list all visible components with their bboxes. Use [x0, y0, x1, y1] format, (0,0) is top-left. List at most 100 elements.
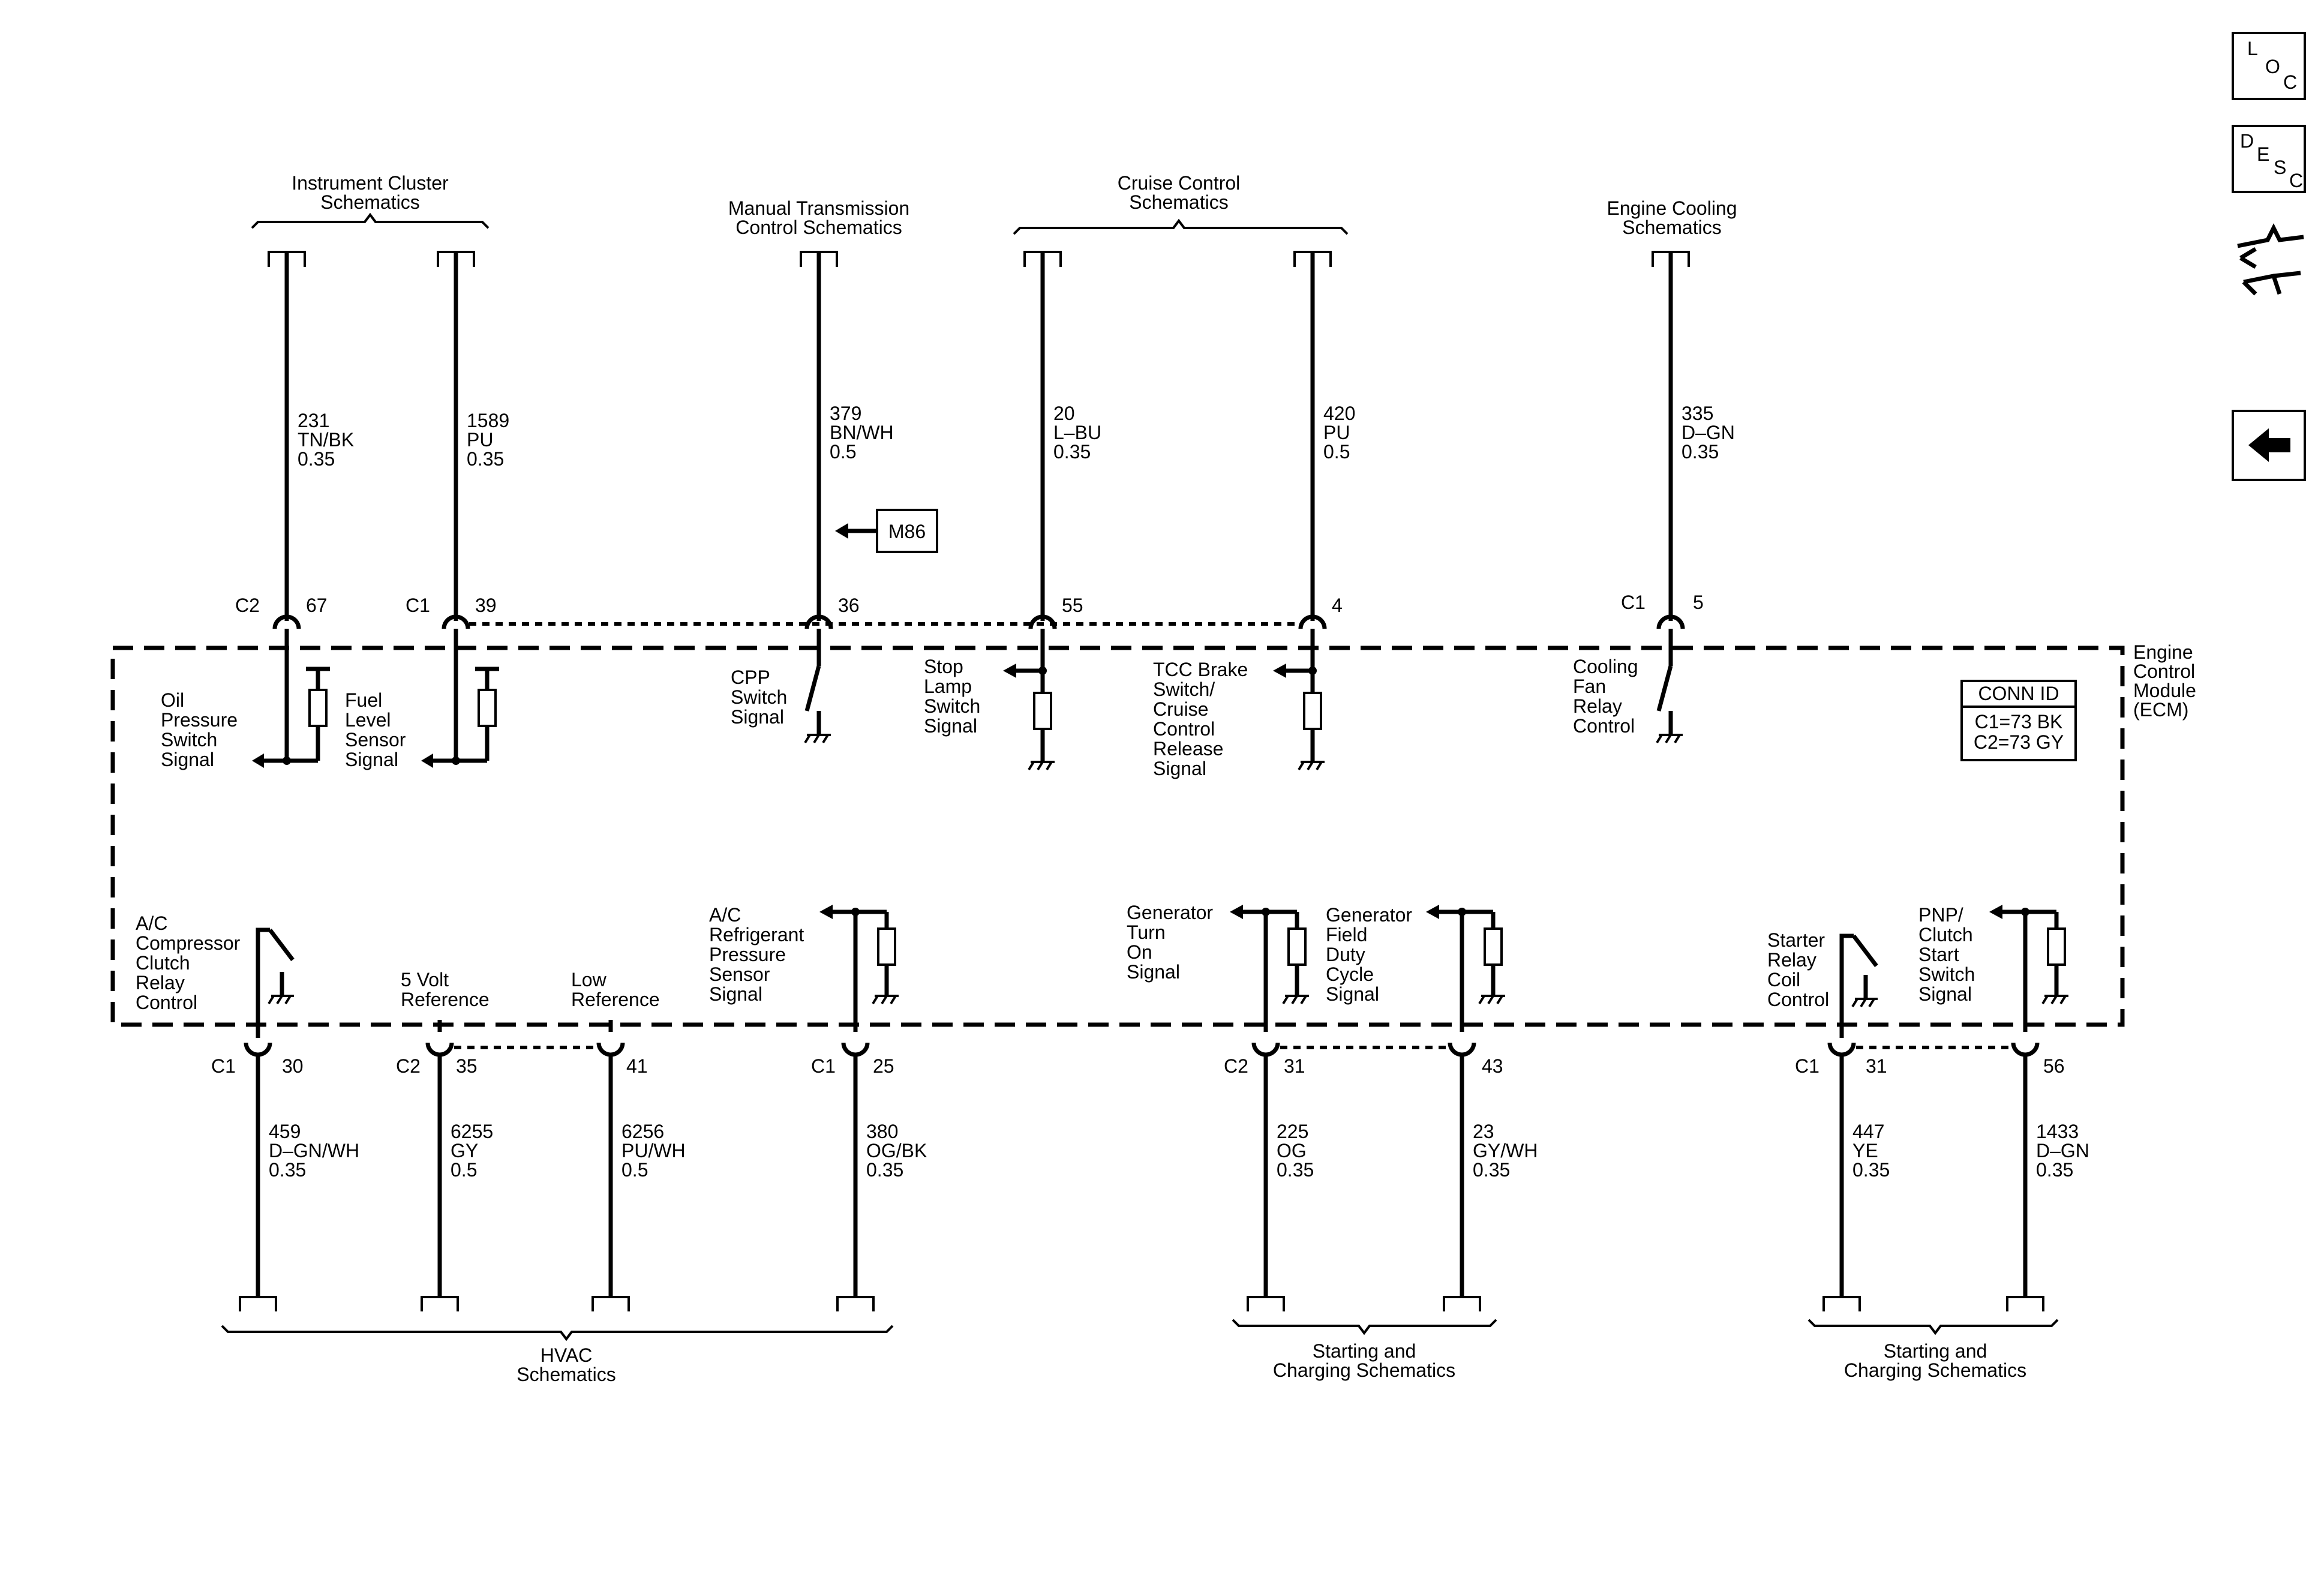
connector-id: C2 — [396, 1055, 421, 1077]
signal-label: Signal — [1127, 961, 1180, 983]
wire-circuit: 379 — [830, 403, 861, 424]
ecm-label-line: Control — [2133, 661, 2195, 682]
signal-label: Fan — [1573, 676, 1606, 697]
signal-label: TCC Brake — [1153, 659, 1248, 680]
circuit-447: C1 31 447 YE 0.35 Starter Relay Coil Con… — [1767, 929, 1890, 1311]
connector-id: C2 — [235, 595, 260, 616]
conn-id-box: CONN ID C1=73 BK C2=73 GY — [1960, 680, 2077, 761]
signal-label: Pressure — [161, 709, 238, 731]
top-group-engine-cooling: Engine Cooling Schematics — [1607, 197, 1737, 238]
connector-id: C1 — [211, 1055, 236, 1077]
group-label-line: Charging Schematics — [1273, 1359, 1455, 1381]
pin-number: 36 — [838, 595, 860, 616]
signal-label: Lamp — [924, 676, 972, 697]
wire-circuit: 1433 — [2036, 1121, 2079, 1142]
group-label-line: Schematics — [1129, 191, 1228, 213]
signal-label: Relay — [1767, 949, 1816, 971]
signal-label: Control — [1767, 989, 1829, 1010]
signal-label: Compressor — [136, 932, 241, 954]
signal-label: Signal — [1918, 983, 1972, 1005]
wire-circuit: 23 — [1473, 1121, 1494, 1142]
connector-id: C1 — [1621, 592, 1646, 613]
signal-label: Signal — [345, 749, 398, 770]
wire-color: TN/BK — [298, 429, 354, 451]
group-label-line: Instrument Cluster — [292, 172, 449, 194]
wire-circuit: 447 — [1852, 1121, 1884, 1142]
wire-circuit: 225 — [1277, 1121, 1308, 1142]
wire-color: D–GN/WH — [269, 1140, 359, 1161]
signal-label: Switch/ — [1153, 679, 1215, 700]
signal-label: Signal — [1326, 983, 1379, 1005]
signal-label: Cruise — [1153, 698, 1208, 720]
ecm-boundary — [110, 646, 2125, 1027]
signal-label: 5 Volt — [401, 969, 449, 990]
signal-label: Duty — [1326, 944, 1365, 965]
wire-color: OG — [1277, 1140, 1307, 1161]
circuit-6256: 41 6256 PU/WH 0.5 Low Reference — [571, 969, 686, 1311]
signal-label: Sensor — [345, 729, 406, 751]
signal-label: A/C — [136, 912, 167, 934]
ecm-label-line: Engine — [2133, 641, 2193, 663]
group-label-line: Manual Transmission — [728, 197, 909, 219]
signal-label: Pressure — [709, 944, 786, 965]
signal-label: Signal — [1153, 758, 1206, 779]
group-label-line: HVAC — [541, 1344, 593, 1366]
connector-id: C1 — [406, 595, 430, 616]
wire-color: PU — [467, 429, 493, 451]
wire-circuit: 1589 — [467, 410, 509, 431]
group-label-line: Starting and — [1884, 1340, 1987, 1362]
signal-label: Coil — [1767, 969, 1800, 990]
desc-letter-d: D — [2240, 130, 2254, 152]
signal-label: Switch — [161, 729, 217, 751]
pin-number: 67 — [306, 595, 328, 616]
desc-button[interactable]: D E S C — [2232, 125, 2306, 193]
signal-label: Control — [136, 992, 197, 1013]
wire-size: 0.5 — [1323, 441, 1350, 463]
group-label-line: Starting and — [1313, 1340, 1416, 1362]
wire-size: 0.35 — [1053, 441, 1091, 463]
bottom-group-hvac: HVAC Schematics — [221, 1325, 894, 1385]
loc-letter-o: O — [2265, 56, 2280, 77]
wire-size: 0.35 — [298, 448, 335, 470]
wire-circuit: 380 — [866, 1121, 898, 1142]
signal-label: Sensor — [709, 963, 770, 985]
group-label-line: Schematics — [320, 191, 419, 213]
signal-label: Control — [1573, 715, 1635, 737]
desc-letter-e: E — [2257, 143, 2269, 165]
signal-label: Clutch — [1918, 924, 1973, 945]
signal-label: Stop — [924, 656, 963, 677]
circuit-420: 420 PU 0.5 4 TCC Brake Switch/ Cruise Co… — [1153, 251, 1355, 779]
connector-id: C1 — [1795, 1055, 1819, 1077]
pin-number: 35 — [456, 1055, 478, 1077]
wire-circuit: 6256 — [621, 1121, 664, 1142]
signal-label: Signal — [161, 749, 214, 770]
connector-tool-icon[interactable] — [2237, 223, 2304, 296]
pin-number: 55 — [1062, 595, 1083, 616]
signal-label: Control — [1153, 718, 1215, 740]
signal-label: Generator — [1127, 902, 1213, 923]
loc-button[interactable]: L O C — [2232, 32, 2306, 100]
circuit-380: C1 25 380 OG/BK 0.35 A/C Refrigerant Pre… — [709, 904, 927, 1311]
wire-size: 0.35 — [1473, 1159, 1510, 1181]
pin-number: 25 — [873, 1055, 894, 1077]
group-label-line: Schematics — [1622, 217, 1721, 238]
group-label-line: Schematics — [517, 1364, 615, 1385]
wire-circuit: 231 — [298, 410, 329, 431]
pin-number: 30 — [282, 1055, 304, 1077]
wire-color: OG/BK — [866, 1140, 927, 1161]
wire-color: D–GN — [1682, 422, 1735, 443]
pin-number: 5 — [1693, 592, 1704, 613]
pin-number: 31 — [1866, 1055, 1887, 1077]
wire-color: BN/WH — [830, 422, 894, 443]
signal-label: Cycle — [1326, 963, 1374, 985]
signal-label: CPP — [731, 667, 770, 688]
wire-size: 0.35 — [1682, 441, 1719, 463]
wire-circuit: 459 — [269, 1121, 301, 1142]
signal-label: Relay — [1573, 695, 1622, 717]
circuit-225: C2 31 225 OG 0.35 Generator Turn On Sign… — [1127, 902, 1314, 1311]
signal-label: Clutch — [136, 952, 190, 974]
back-arrow-icon[interactable] — [2232, 410, 2306, 481]
desc-letter-s: S — [2274, 157, 2286, 178]
signal-label: Switch — [924, 695, 980, 717]
circuit-1433: 56 1433 D–GN 0.35 PNP/ Clutch Start Swit… — [1918, 904, 2089, 1311]
